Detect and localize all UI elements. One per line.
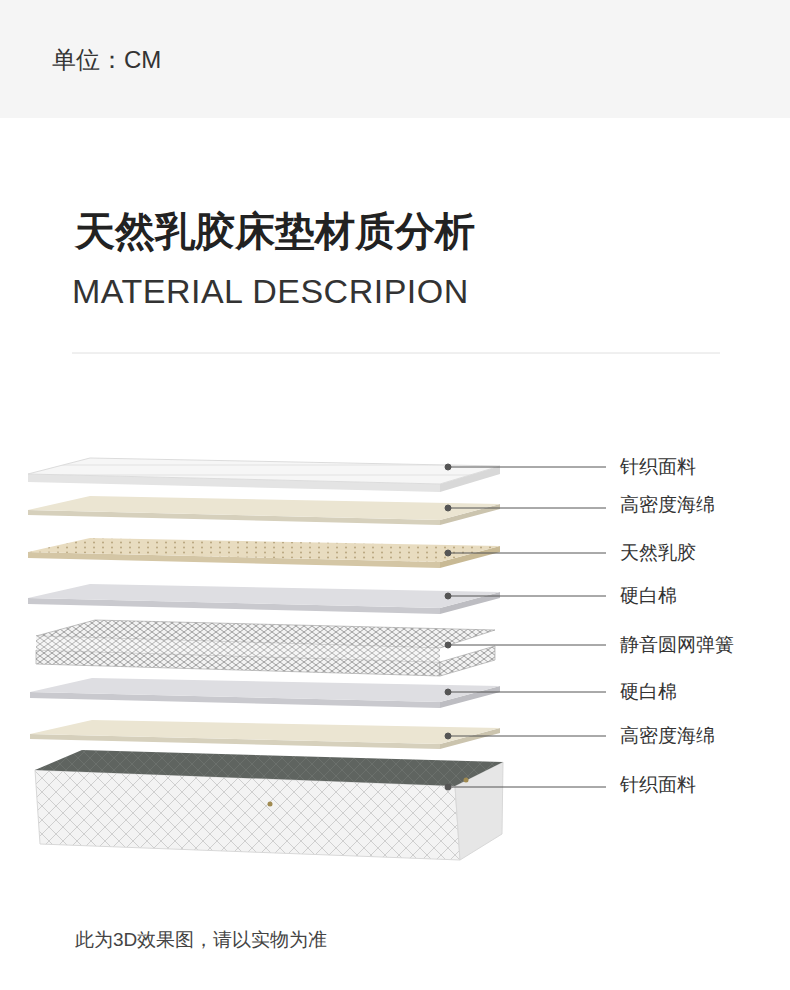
caption: 此为3D效果图，请以实物为准 xyxy=(75,928,327,952)
part-label: 天然乳胶 xyxy=(620,541,696,565)
header-band xyxy=(0,0,790,118)
part-label: 静音圆网弹簧 xyxy=(620,633,734,657)
part-label: 针织面料 xyxy=(620,455,696,479)
knit-fabric-layer xyxy=(28,458,500,492)
foam-layer xyxy=(28,496,500,525)
cotton-layer xyxy=(30,678,500,708)
part-label: 高密度海绵 xyxy=(620,493,715,517)
cotton-layer xyxy=(28,584,500,614)
part-label: 硬白棉 xyxy=(620,680,677,704)
mattress-base xyxy=(35,750,503,860)
heading: 天然乳胶床垫材质分析 xyxy=(75,207,475,255)
divider xyxy=(72,353,720,354)
latex-layer xyxy=(28,538,500,568)
part-label: 高密度海绵 xyxy=(620,724,715,748)
part-label: 针织面料 xyxy=(620,773,696,797)
spring-layer xyxy=(36,620,495,676)
foam-layer xyxy=(30,720,500,749)
unit-note: 单位：CM xyxy=(52,45,161,75)
subheading: MATERIAL DESCRIPION xyxy=(72,271,469,311)
part-label: 硬白棉 xyxy=(620,584,677,608)
leader-lines xyxy=(445,464,606,790)
